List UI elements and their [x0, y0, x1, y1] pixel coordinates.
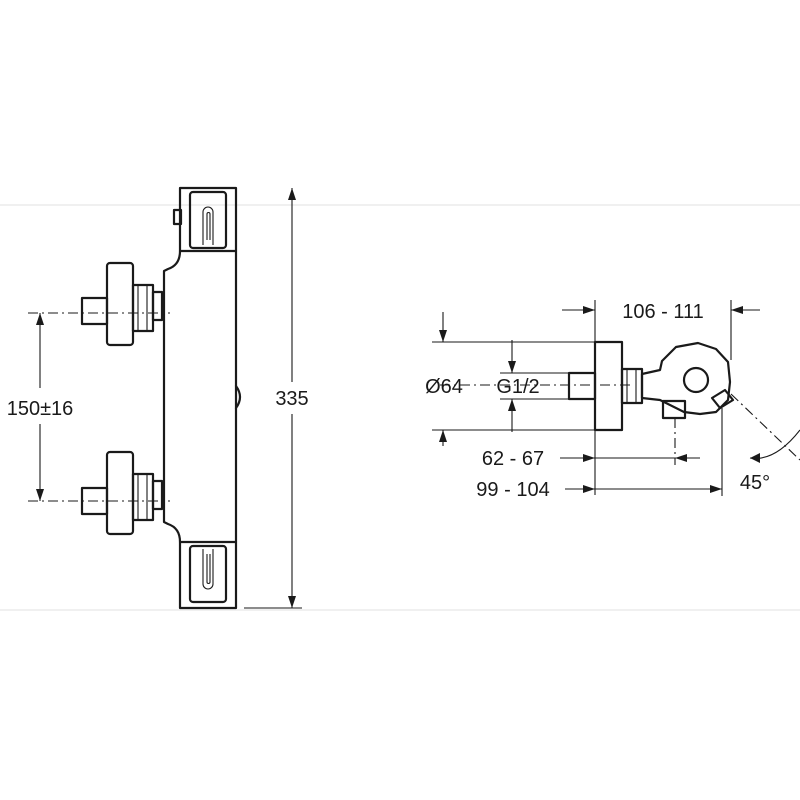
projection-bottom-dimension — [565, 408, 723, 496]
projection-top-label: 106 - 111 — [622, 301, 704, 323]
side-view: Ø64 G1/2 106 - 111 — [425, 300, 800, 501]
upper-inlet-connector — [80, 261, 164, 347]
side-button — [234, 384, 242, 410]
thread-stub — [567, 371, 597, 401]
thread-dimension — [500, 340, 569, 432]
flange-diameter-dimension — [432, 312, 595, 446]
flange-diameter-label: Ø64 — [425, 376, 463, 398]
wall-flange — [593, 340, 624, 432]
connector-nut — [620, 367, 644, 405]
thread-label: G1/2 — [496, 376, 539, 398]
inlet-spacing-label: 150±16 — [7, 398, 74, 420]
projection-mid-dimension — [560, 418, 700, 495]
projection-mid-label: 62 - 67 — [482, 448, 544, 470]
bottom-control-knob — [188, 544, 228, 604]
projection-bottom-label: 99 - 104 — [476, 479, 549, 501]
inlet-spacing-dimension — [36, 313, 44, 501]
lower-inlet-connector — [80, 450, 164, 536]
front-view: 150±16 335 — [7, 186, 309, 610]
background-guides — [0, 204, 800, 611]
overall-height-label: 335 — [275, 388, 308, 410]
top-control-knob — [172, 190, 228, 250]
mixer-body-side — [640, 341, 735, 420]
rotation-angle-indicator — [730, 393, 800, 463]
rotation-angle-label: 45° — [740, 472, 770, 494]
overall-height-dimension — [244, 188, 302, 609]
projection-top-dimension — [562, 300, 760, 360]
